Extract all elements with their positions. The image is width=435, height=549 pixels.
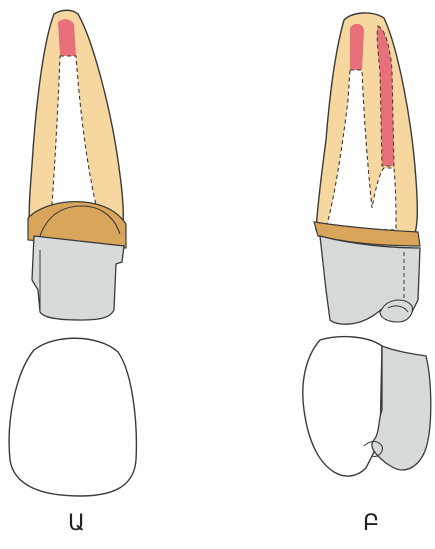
figure-b-label: Բ [363,513,379,535]
tooth-a-pulp-tip [58,19,76,56]
figure-a [9,10,136,496]
tooth-b-crown-outline [303,337,382,476]
tooth-b-pulp-left [350,24,364,70]
tooth-a-crown-outline [9,338,136,496]
figure-b [303,13,431,476]
tooth-a-core [32,236,124,320]
figure-a-label: Ա [68,513,85,535]
